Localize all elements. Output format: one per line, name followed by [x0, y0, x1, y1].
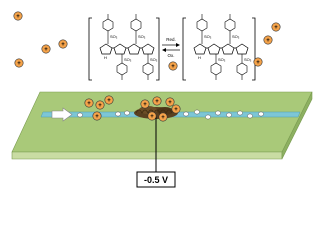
- cation-icon: +: [84, 98, 94, 108]
- svg-text:+: +: [274, 25, 278, 31]
- scheme-figure: -0.5 V: [11, 11, 313, 188]
- monomer-particle: [205, 114, 211, 120]
- svg-text:SO₃: SO₃: [232, 34, 240, 39]
- svg-text:+: +: [95, 114, 99, 120]
- cation-icon: +: [271, 22, 281, 32]
- cation-icon: +: [168, 61, 178, 71]
- slab-side-face: [281, 91, 313, 160]
- svg-text:+: +: [168, 100, 172, 106]
- slab-top-surface: [11, 91, 313, 153]
- monomer-particle: [247, 113, 253, 119]
- svg-text:+: +: [143, 102, 147, 108]
- svg-text:+: +: [87, 101, 91, 107]
- svg-text:SO₃: SO₃: [204, 34, 212, 39]
- cation-icon: +: [95, 100, 105, 110]
- svg-text:+: +: [174, 107, 178, 113]
- voltage-box: -0.5 V: [136, 171, 176, 188]
- monomer-particle: [124, 110, 130, 116]
- cation-icon: +: [92, 111, 102, 121]
- monomer-particle: [258, 111, 264, 117]
- cation-icon: +: [152, 96, 162, 106]
- cation-icon: +: [147, 111, 157, 121]
- svg-text:+: +: [107, 98, 111, 104]
- svg-text:+: +: [16, 14, 20, 20]
- svg-text:SO₃: SO₃: [218, 57, 226, 62]
- svg-text:+: +: [256, 60, 260, 66]
- monomer-particle: [115, 111, 121, 117]
- cation-icon: +: [58, 39, 68, 49]
- svg-text:+: +: [98, 103, 102, 109]
- slab-front-face: [11, 151, 283, 160]
- monomer-particle: [226, 112, 232, 118]
- monomer-particle: [237, 110, 243, 116]
- svg-text:+: +: [171, 64, 175, 70]
- svg-text:+: +: [161, 115, 165, 121]
- redox-arrow: Red. Ox.: [162, 37, 180, 58]
- cation-icon: +: [13, 11, 23, 21]
- voltage-label: -0.5 V: [144, 175, 168, 185]
- substrate-slab: [11, 91, 313, 160]
- monomer-particle: [215, 110, 221, 116]
- svg-text:+: +: [61, 42, 65, 48]
- polymer-right: SO₃ SO₃ SO₃ SO₃ H: [182, 14, 256, 81]
- svg-text:+: +: [155, 99, 159, 105]
- cation-icon: +: [158, 112, 168, 122]
- arrow-top-label: Red.: [166, 37, 176, 42]
- cation-icon: +: [263, 35, 273, 45]
- diagram-canvas: -0.5 V: [11, 11, 313, 188]
- cation-icon: +: [140, 99, 150, 109]
- monomer-particle: [194, 109, 200, 115]
- svg-text:SO₃: SO₃: [124, 57, 132, 62]
- svg-text:+: +: [266, 38, 270, 44]
- svg-text:+: +: [150, 114, 154, 120]
- cation-icon: +: [41, 44, 51, 54]
- monomer-particle: [183, 111, 189, 117]
- cation-icon: +: [104, 95, 114, 105]
- svg-text:H: H: [198, 55, 201, 60]
- ion-layer: ++++++++++++++++++: [13, 11, 281, 122]
- cation-icon: +: [253, 57, 263, 67]
- cation-icon: +: [14, 58, 24, 68]
- cation-icon: +: [171, 104, 181, 114]
- monomer-particle: [77, 112, 83, 118]
- svg-text:+: +: [17, 61, 21, 67]
- polymer-left: SO₃ SO₃ SO₃ SO₃ H: [88, 14, 160, 81]
- flow-arrow-icon: [51, 107, 73, 122]
- svg-text:SO₃: SO₃: [150, 57, 158, 62]
- svg-text:H: H: [104, 55, 107, 60]
- cation-icon: +: [165, 97, 175, 107]
- svg-text:+: +: [44, 47, 48, 53]
- svg-text:SO₃: SO₃: [244, 57, 252, 62]
- svg-text:SO₃: SO₃: [138, 34, 146, 39]
- arrow-bottom-label: Ox.: [167, 53, 174, 58]
- svg-text:SO₃: SO₃: [110, 34, 118, 39]
